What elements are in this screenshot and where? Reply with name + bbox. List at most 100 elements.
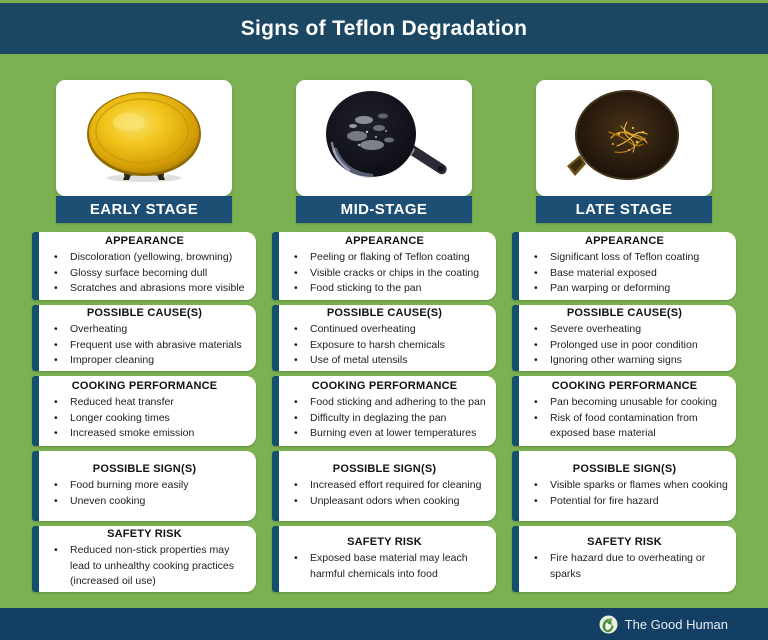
bullet-item: Increased smoke emission xyxy=(41,426,248,441)
sections-mid: APPEARANCE Peeling or flaking of Teflon c… xyxy=(272,232,496,592)
bullet-item: Glossy surface becoming dull xyxy=(41,266,248,281)
section-heading: POSSIBLE SIGN(S) xyxy=(332,463,437,476)
section-heading: COOKING PERFORMANCE xyxy=(311,380,458,393)
section-card: SAFETY RISK Fire hazard due to overheatin… xyxy=(512,526,736,592)
bullet-item: Visible cracks or chips in the coating xyxy=(281,266,488,281)
late-stage-image-card xyxy=(536,80,712,196)
stage-columns: EARLY STAGE APPEARANCE Discoloration (yel… xyxy=(32,80,736,592)
bullet-item: Food sticking to the pan xyxy=(281,281,488,296)
section-heading: APPEARANCE xyxy=(344,235,424,248)
section-heading: SAFETY RISK xyxy=(587,536,662,549)
bullet-item: Severe overheating xyxy=(521,322,728,337)
section-heading: SAFETY RISK xyxy=(347,536,422,549)
bullet-item: Ignoring other warning signs xyxy=(521,353,728,368)
bullet-item: Base material exposed xyxy=(521,266,728,281)
section-card: POSSIBLE SIGN(S) Visible sparks or flames… xyxy=(512,451,736,521)
stage-banner-early: EARLY STAGE xyxy=(56,196,232,223)
bullet-item: Pan warping or deforming xyxy=(521,281,728,296)
bullet-item: Visible sparks or flames when cooking xyxy=(521,478,728,493)
bullet-item: Risk of food contamination from exposed … xyxy=(521,411,728,442)
section-card: POSSIBLE CAUSE(S) Severe overheatingProlo… xyxy=(512,305,736,371)
bullet-item: Reduced non-stick properties may lead to… xyxy=(41,543,248,589)
bullet-item: Potential for fire hazard xyxy=(521,494,728,509)
bullet-list: Fire hazard due to overheating or sparks xyxy=(521,551,728,582)
bullet-list: Peeling or flaking of Teflon coatingVisi… xyxy=(281,250,488,296)
bullet-list: Severe overheatingProlonged use in poor … xyxy=(521,322,728,368)
sections-late: APPEARANCE Significant loss of Teflon coa… xyxy=(512,232,736,592)
brand-name: The Good Human xyxy=(624,616,728,632)
bullet-item: Improper cleaning xyxy=(41,353,248,368)
bullet-item: Food burning more easily xyxy=(41,478,248,493)
bullet-item: Pan becoming unusable for cooking xyxy=(521,395,728,410)
bullet-list: Increased effort required for cleaningUn… xyxy=(281,478,488,509)
bullet-list: Food burning more easilyUneven cooking xyxy=(41,478,248,509)
bullet-list: Continued overheatingExposure to harsh c… xyxy=(281,322,488,368)
bullet-list: Visible sparks or flames when cookingPot… xyxy=(521,478,728,509)
bullet-item: Overheating xyxy=(41,322,248,337)
section-card: COOKING PERFORMANCE Food sticking and adh… xyxy=(272,376,496,446)
section-heading: POSSIBLE SIGN(S) xyxy=(92,463,197,476)
section-heading: POSSIBLE CAUSE(S) xyxy=(86,307,203,320)
bullet-item: Peeling or flaking of Teflon coating xyxy=(281,250,488,265)
sections-early: APPEARANCE Discoloration (yellowing, brow… xyxy=(32,232,256,592)
bullet-item: Fire hazard due to overheating or sparks xyxy=(521,551,728,582)
bullet-list: Pan becoming unusable for cookingRisk of… xyxy=(521,395,728,441)
burnt-pan-image xyxy=(567,90,679,180)
column-early-stage: EARLY STAGE APPEARANCE Discoloration (yel… xyxy=(32,80,256,592)
section-heading: COOKING PERFORMANCE xyxy=(551,380,698,393)
section-heading: POSSIBLE SIGN(S) xyxy=(572,463,677,476)
bullet-item: Use of metal utensils xyxy=(281,353,488,368)
stage-label-mid: MID-STAGE xyxy=(340,201,428,218)
section-card: APPEARANCE Significant loss of Teflon coa… xyxy=(512,232,736,300)
bullet-list: Exposed base material may leach harmful … xyxy=(281,551,488,582)
bullet-item: Increased effort required for cleaning xyxy=(281,478,488,493)
bullet-item: Unpleasant odors when cooking xyxy=(281,494,488,509)
title-bar: Signs of Teflon Degradation xyxy=(0,3,768,54)
brand-logo-icon xyxy=(599,614,618,634)
section-heading: APPEARANCE xyxy=(584,235,664,248)
mid-stage-image-card xyxy=(296,80,472,196)
bullet-item: Exposed base material may leach harmful … xyxy=(281,551,488,582)
section-card: COOKING PERFORMANCEReduced heat transfer… xyxy=(32,376,256,446)
column-late-stage: LATE STAGE APPEARANCE Significant loss of… xyxy=(512,80,736,592)
stage-banner-late: LATE STAGE xyxy=(536,196,712,223)
stage-label-early: EARLY STAGE xyxy=(89,201,199,218)
bullet-list: Reduced non-stick properties may lead to… xyxy=(41,543,248,589)
bullet-item: Reduced heat transfer xyxy=(41,395,248,410)
section-card: POSSIBLE CAUSE(S) OverheatingFrequent use… xyxy=(32,305,256,371)
section-heading: APPEARANCE xyxy=(104,235,184,248)
bullet-item: Burning even at lower temperatures xyxy=(281,426,488,441)
section-heading: POSSIBLE CAUSE(S) xyxy=(326,307,443,320)
bullet-item: Exposure to harsh chemicals xyxy=(281,338,488,353)
stage-label-late: LATE STAGE xyxy=(575,201,673,218)
bullet-item: Discoloration (yellowing, browning) xyxy=(41,250,248,265)
flaking-pan-image xyxy=(326,91,447,179)
bullet-list: Reduced heat transferLonger cooking time… xyxy=(41,395,248,441)
bullet-item: Difficulty in deglazing the pan xyxy=(281,411,488,426)
column-mid-stage: MID-STAGE APPEARANCE Peeling or flaking o… xyxy=(272,80,496,592)
section-card: SAFETY RISK Exposed base material may lea… xyxy=(272,526,496,592)
bullet-list: OverheatingFrequent use with abrasive ma… xyxy=(41,322,248,368)
golden-pan-image xyxy=(87,92,201,182)
section-heading: POSSIBLE CAUSE(S) xyxy=(566,307,683,320)
bullet-item: Continued overheating xyxy=(281,322,488,337)
section-card: POSSIBLE CAUSE(S) Continued overheatingEx… xyxy=(272,305,496,371)
bullet-list: Food sticking and adhering to the panDif… xyxy=(281,395,488,441)
footer-bar: The Good Human xyxy=(0,608,768,640)
bullet-item: Longer cooking times xyxy=(41,411,248,426)
early-stage-image-card xyxy=(56,80,232,196)
bullet-item: Frequent use with abrasive materials xyxy=(41,338,248,353)
bullet-item: Scratches and abrasions more visible xyxy=(41,281,248,296)
page-title: Signs of Teflon Degradation xyxy=(240,16,528,40)
section-card: COOKING PERFORMANCE Pan becoming unusable… xyxy=(512,376,736,446)
bullet-item: Prolonged use in poor condition xyxy=(521,338,728,353)
section-card: APPEARANCE Peeling or flaking of Teflon c… xyxy=(272,232,496,300)
bullet-item: Uneven cooking xyxy=(41,494,248,509)
section-card: POSSIBLE SIGN(S) Food burning more easily… xyxy=(32,451,256,521)
bullet-item: Significant loss of Teflon coating xyxy=(521,250,728,265)
section-card: SAFETY RISKReduced non-stick properties … xyxy=(32,526,256,592)
stage-banner-mid: MID-STAGE xyxy=(296,196,472,223)
section-card: POSSIBLE SIGN(S) Increased effort require… xyxy=(272,451,496,521)
section-card: APPEARANCE Discoloration (yellowing, brow… xyxy=(32,232,256,300)
bullet-list: Significant loss of Teflon coatingBase m… xyxy=(521,250,728,296)
